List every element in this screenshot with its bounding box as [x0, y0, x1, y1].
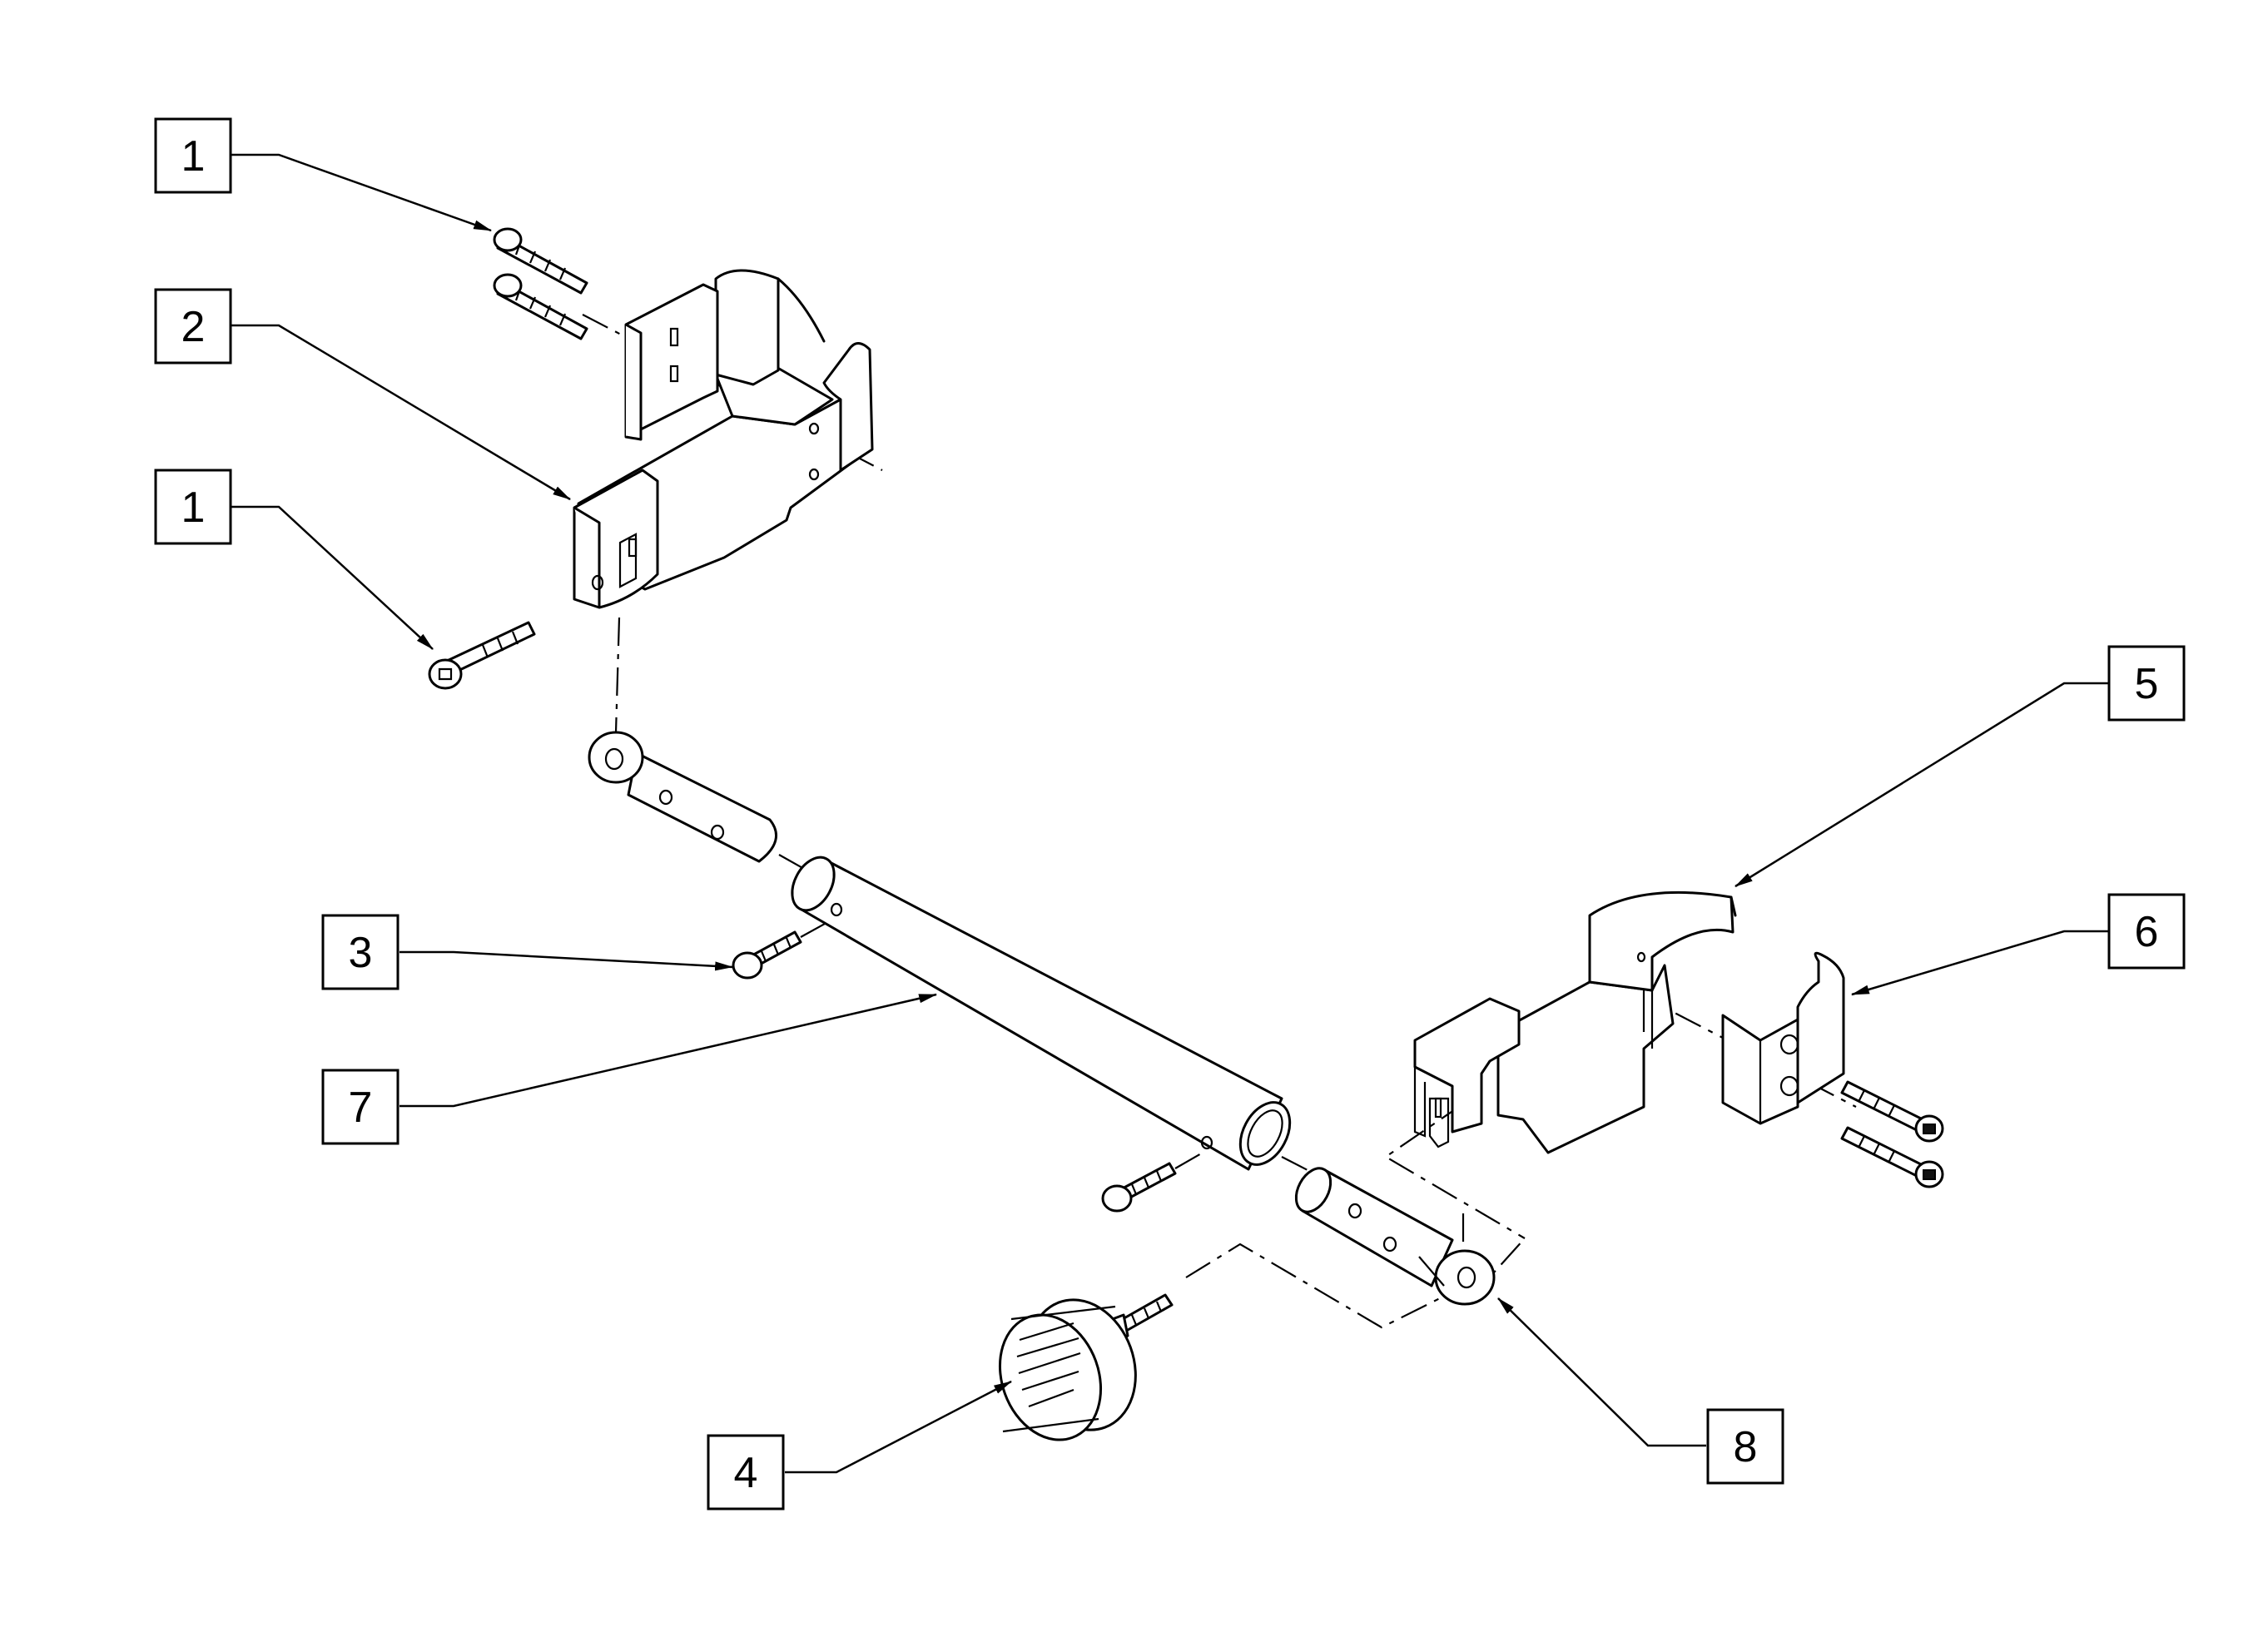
screw-part-3 — [732, 919, 833, 980]
callout-8: 8 — [1706, 1408, 1784, 1485]
callout-1b-label: 1 — [181, 484, 206, 532]
right-bracket-part-5 — [1413, 890, 1737, 1154]
right-clamp-part-6 — [1721, 951, 1845, 1125]
leader-8 — [1497, 1297, 1706, 1447]
callout-8-label: 8 — [1734, 1423, 1758, 1471]
callout-6: 6 — [2107, 893, 2186, 970]
screw-pair-right — [1840, 1080, 1944, 1188]
callout-1b: 1 — [154, 469, 232, 545]
callout-1a: 1 — [154, 117, 232, 194]
callout-1a-label: 1 — [181, 132, 206, 181]
leader-1a — [231, 153, 493, 232]
screw-pair-top-part-1 — [493, 227, 588, 340]
leader-1b — [231, 505, 434, 650]
leader-2 — [231, 324, 571, 501]
leader-4 — [785, 1380, 1012, 1474]
leader-6 — [1850, 930, 2108, 996]
callout-5: 5 — [2107, 645, 2186, 722]
knurled-knob-part-4 — [998, 1293, 1174, 1441]
callout-7: 7 — [321, 1069, 400, 1145]
leader-3 — [400, 950, 734, 971]
callout-3-label: 3 — [349, 929, 373, 977]
callout-2: 2 — [154, 288, 232, 365]
tube-part-7 — [791, 856, 1292, 1171]
screw-tube-end — [1101, 1152, 1203, 1213]
right-pivot-pin — [1294, 1167, 1496, 1306]
callout-6-label: 6 — [2135, 908, 2159, 956]
callout-5-label: 5 — [2135, 660, 2159, 708]
left-bracket-part-2 — [573, 269, 874, 609]
callout-7-label: 7 — [349, 1084, 373, 1132]
leader-5 — [1734, 682, 2108, 888]
left-pivot-pin — [588, 731, 777, 863]
leader-7 — [400, 993, 938, 1108]
callout-4: 4 — [707, 1434, 785, 1511]
leader-lines — [231, 153, 2108, 1474]
screw-lower-part-1 — [428, 621, 536, 690]
callout-3: 3 — [321, 914, 400, 990]
callout-4-label: 4 — [734, 1449, 758, 1497]
callout-2-label: 2 — [181, 303, 206, 351]
